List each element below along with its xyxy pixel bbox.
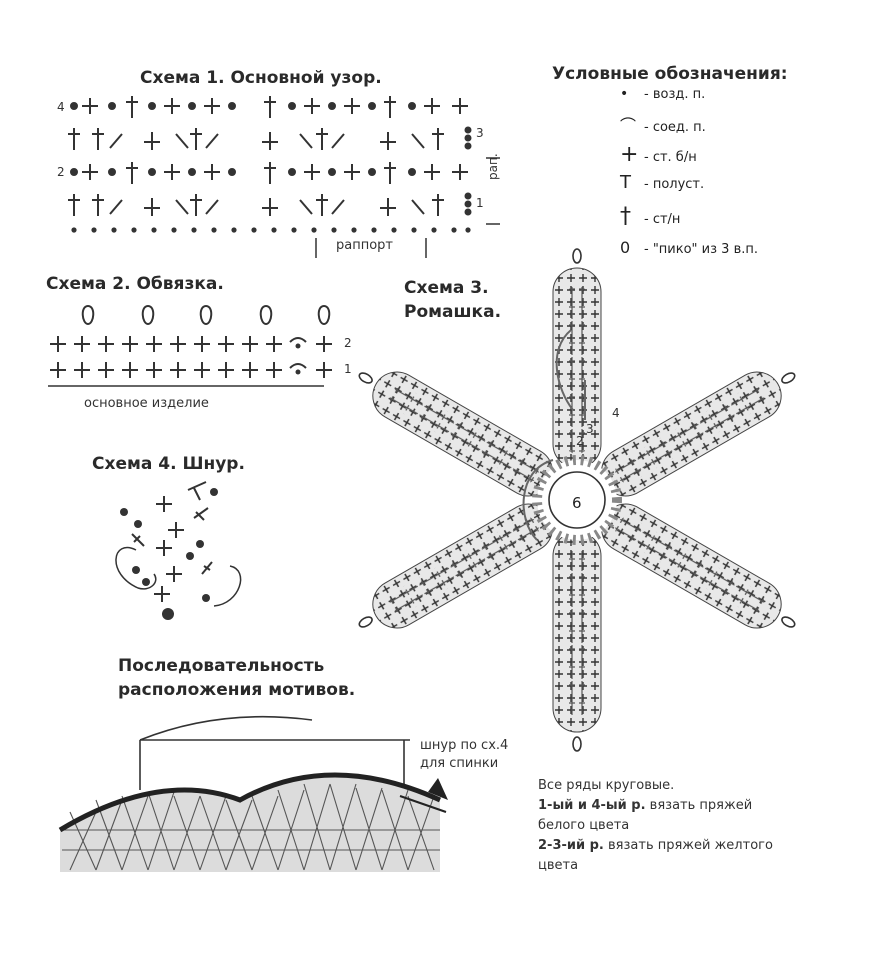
- scheme2-row-num-1: 1: [344, 362, 352, 376]
- legend-title: Условные обозначения:: [552, 64, 788, 84]
- single-crochet-symbol: +: [620, 142, 639, 167]
- scheme4-title: Схема 4. Шнур.: [92, 454, 245, 474]
- scheme1-row-1: [68, 194, 444, 216]
- picot-symbol: 0: [620, 238, 631, 257]
- sequence-title-line1: Последовательность: [118, 656, 325, 676]
- legend-item: +- ст. б/н: [620, 142, 697, 167]
- notes-line3: белого цвета: [538, 818, 630, 833]
- notes-line4: 2-3-ий р. вязать пряжей желтого: [538, 838, 773, 853]
- legend-item: T- полуст.: [620, 172, 705, 193]
- scheme1-row-4: [70, 96, 468, 118]
- legend-item: •- возд. п.: [620, 86, 706, 102]
- scheme1-row-num-4: 4: [57, 100, 65, 114]
- scheme1-chain-row: [71, 227, 471, 233]
- legend-list: •- возд. п. ⌒- соед. п. +- ст. б/н T- по…: [620, 86, 880, 268]
- scheme1-rap-label: рап.: [486, 153, 500, 180]
- sequence-title-line2: расположения мотивов.: [118, 680, 356, 700]
- flower-petal-lower-left: [372, 503, 554, 629]
- half-double-crochet-symbol: T: [620, 172, 631, 193]
- scheme3-diagram: [358, 248, 796, 752]
- scheme3-title-line2: Ромашка.: [404, 302, 502, 322]
- legend-item: ⌒- соед. п.: [620, 112, 880, 142]
- chain-stitch-symbol: •: [620, 86, 629, 102]
- slip-stitch-symbol: ⌒: [620, 116, 637, 135]
- motif-field: [58, 772, 448, 872]
- flower-center-number: 6: [572, 494, 582, 512]
- legend-item: 0- "пико" из 3 в.п.: [620, 238, 758, 257]
- legend-item: †- ст/н: [620, 204, 681, 229]
- flower-petal-upper-right: [600, 371, 782, 497]
- scheme1-row-2: [70, 162, 468, 184]
- flower-petal-top: [552, 267, 602, 469]
- scheme2-row-2: [50, 336, 332, 352]
- notes-line1: Все ряды круговые.: [538, 778, 675, 793]
- flower-picots: [358, 248, 796, 752]
- scheme1-row-num-2: 2: [57, 165, 65, 179]
- flower-petal-lower-right: [600, 503, 782, 629]
- flower-row-mark-3: 3: [586, 422, 594, 436]
- scheme2-diagram: [48, 304, 332, 387]
- scheme2-row-num-2: 2: [344, 336, 352, 350]
- cord-note-line1: шнур по сх.4: [420, 738, 509, 753]
- flower-petal-bottom: [552, 531, 602, 733]
- cord-note-line2: для спинки: [420, 756, 499, 771]
- scheme1-side-num-1: 1: [476, 196, 484, 210]
- notes-line2: 1-ый и 4-ый р. вязать пряжей: [538, 798, 753, 813]
- flower-row-mark-2: 2: [576, 434, 584, 448]
- scheme1-side-num-3: 3: [476, 126, 484, 140]
- scheme4-diagram: [115, 481, 242, 620]
- scheme2-row-1: [50, 362, 332, 378]
- notes-line5: цвета: [538, 858, 579, 873]
- flower-center-ring: [548, 471, 606, 529]
- scheme2-title: Схема 2. Обвязка.: [46, 274, 224, 294]
- scheme3-title-line1: Схема 3.: [404, 278, 489, 298]
- sequence-diagram: [58, 715, 448, 872]
- cord-line: [58, 772, 442, 833]
- scheme1-rapport-label: раппорт: [336, 238, 393, 253]
- scheme1-diagram: [68, 96, 500, 258]
- scheme2-base-label: основное изделие: [84, 396, 209, 411]
- flower-petal-upper-left: [372, 371, 554, 497]
- notes-block: Все ряды круговые. 1-ый и 4-ый р. вязать…: [538, 776, 838, 876]
- double-crochet-symbol: †: [620, 204, 631, 229]
- scheme1-title: Схема 1. Основной узор.: [140, 68, 382, 88]
- flower-row-mark-4: 4: [612, 406, 620, 420]
- scheme1-row-3: [68, 128, 444, 150]
